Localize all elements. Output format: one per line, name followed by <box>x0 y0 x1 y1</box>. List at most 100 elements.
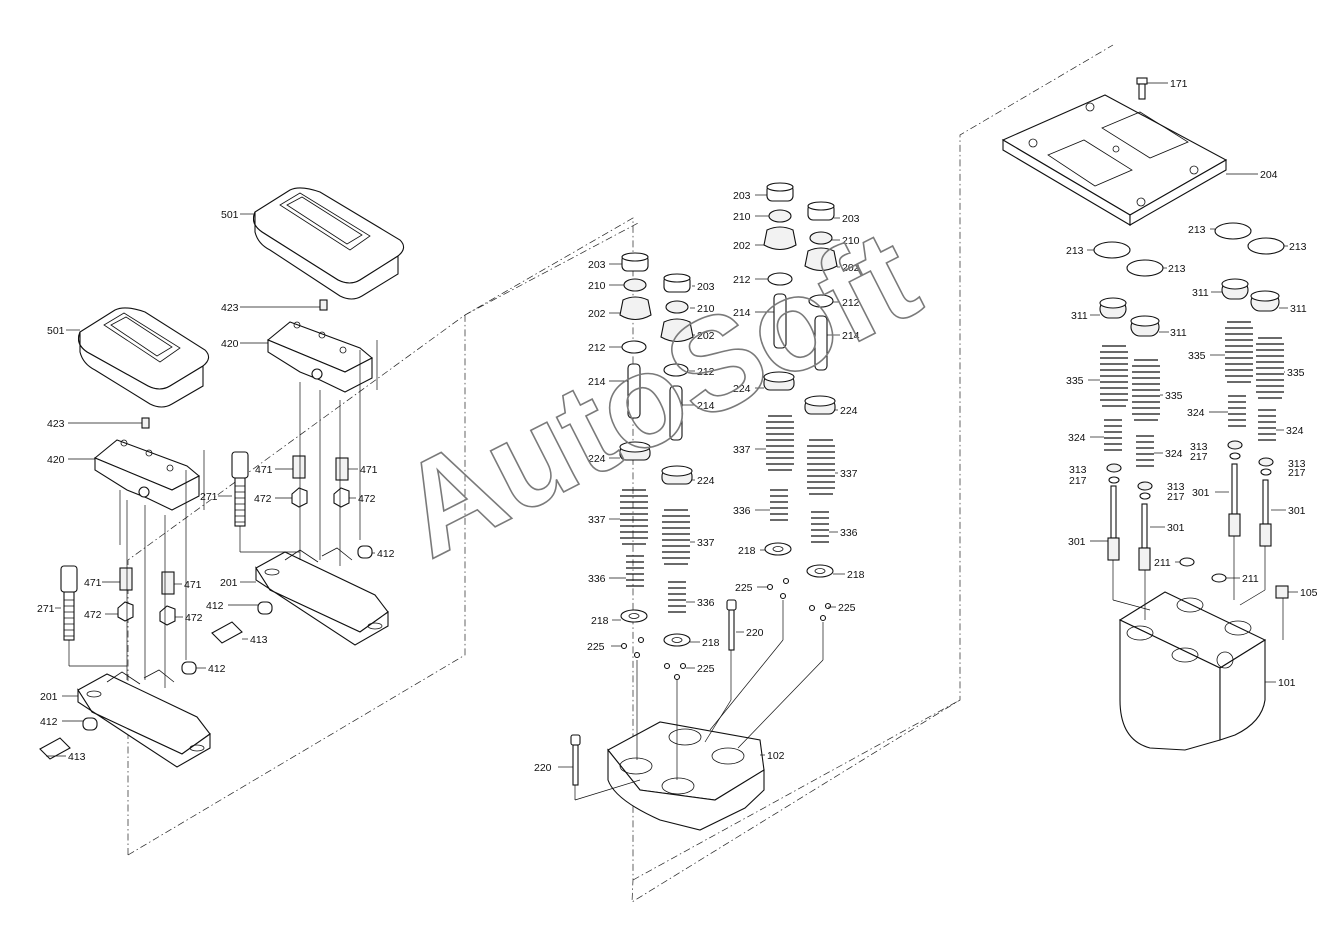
callout-217: 217 <box>1190 451 1208 463</box>
callout-213: 213 <box>1168 263 1186 275</box>
callout-313: 313 <box>1190 441 1208 453</box>
callout-472: 472 <box>84 609 102 621</box>
callout-471: 471 <box>84 577 102 589</box>
callout-212: 212 <box>733 274 751 286</box>
callout-220: 220 <box>746 627 764 639</box>
callout-336: 336 <box>697 597 715 609</box>
callout-204: 204 <box>1260 169 1278 181</box>
callout-210: 210 <box>733 211 751 223</box>
callout-471: 471 <box>360 464 378 476</box>
center-rings-210 <box>623 209 833 314</box>
callout-212: 212 <box>842 297 860 309</box>
callout-203: 203 <box>697 281 715 293</box>
callout-337: 337 <box>733 444 751 456</box>
callout-335: 335 <box>1165 390 1183 402</box>
right-guide-lines <box>1112 536 1284 640</box>
callout-171: 171 <box>1170 78 1188 90</box>
callout-335: 335 <box>1287 367 1305 379</box>
callout-102: 102 <box>767 750 785 762</box>
callout-412: 412 <box>377 548 395 560</box>
callout-311: 311 <box>1071 310 1088 322</box>
callout-224: 224 <box>733 383 751 395</box>
callout-224: 224 <box>588 453 606 465</box>
callout-472: 472 <box>254 493 272 505</box>
callout-203: 203 <box>588 259 606 271</box>
cover-plate <box>1001 94 1228 226</box>
callout-214: 214 <box>588 376 606 388</box>
plates-420 <box>93 321 373 511</box>
center-guide-lines <box>574 600 824 801</box>
springs-324 <box>1104 395 1276 467</box>
callout-336: 336 <box>733 505 751 517</box>
center-cups-203 <box>621 182 835 293</box>
callout-214: 214 <box>733 307 751 319</box>
callout-225: 225 <box>735 582 753 594</box>
callout-210: 210 <box>842 235 860 247</box>
callout-324: 324 <box>1286 425 1304 437</box>
callout-423: 423 <box>47 418 65 430</box>
callout-471: 471 <box>255 464 273 476</box>
callout-313: 313 <box>1288 458 1306 470</box>
center-pins-214 <box>627 293 828 441</box>
center-washers-218 <box>620 542 834 647</box>
callout-212: 212 <box>588 342 606 354</box>
callout-412: 412 <box>206 600 224 612</box>
callout-336: 336 <box>840 527 858 539</box>
callout-218: 218 <box>702 637 720 649</box>
callout-301: 301 <box>1288 505 1306 517</box>
callout-412: 412 <box>40 716 58 728</box>
callout-472: 472 <box>185 612 203 624</box>
center-seats-224 <box>619 371 836 485</box>
spring-seats-311 <box>1099 278 1280 337</box>
callout-413: 413 <box>68 751 86 763</box>
washers-313-217 <box>1106 440 1274 500</box>
callout-201: 201 <box>220 577 238 589</box>
center-springs-336 <box>626 489 829 613</box>
callout-337: 337 <box>697 537 715 549</box>
callout-101: 101 <box>1278 677 1296 689</box>
callout-324: 324 <box>1165 448 1183 460</box>
callout-335: 335 <box>1188 350 1206 362</box>
callout-202: 202 <box>842 262 860 274</box>
callout-218: 218 <box>847 569 865 581</box>
washers-211 <box>1179 557 1227 583</box>
callout-211: 211 <box>1242 573 1259 585</box>
boot-501-upper <box>253 187 405 300</box>
callout-324: 324 <box>1187 407 1205 419</box>
callout-217: 217 <box>1167 491 1185 503</box>
callout-202: 202 <box>697 330 715 342</box>
callout-217: 217 <box>1288 467 1306 479</box>
center-caps-202 <box>619 226 838 343</box>
callout-218: 218 <box>738 545 756 557</box>
bases-201 <box>77 547 389 768</box>
callout-313: 313 <box>1167 481 1185 493</box>
cover-screw <box>1136 77 1168 100</box>
callout-311: 311 <box>1192 287 1209 299</box>
callout-225: 225 <box>838 602 856 614</box>
callout-501: 501 <box>221 209 239 221</box>
nuts-472 <box>117 487 350 626</box>
callout-214: 214 <box>697 400 715 412</box>
callout-423: 423 <box>221 302 239 314</box>
callout-301: 301 <box>1068 536 1086 548</box>
callout-210: 210 <box>697 303 715 315</box>
callout-413: 413 <box>250 634 268 646</box>
valve-body-101 <box>1118 591 1267 751</box>
callout-212: 212 <box>697 366 715 378</box>
callout-420: 420 <box>47 454 65 466</box>
callout-218: 218 <box>591 615 609 627</box>
left-guide-lines <box>68 340 378 688</box>
callout-105: 105 <box>1300 587 1318 599</box>
callout-472: 472 <box>358 493 376 505</box>
plug-105 <box>1275 585 1289 599</box>
callout-271: 271 <box>200 491 218 503</box>
callout-301: 301 <box>1192 487 1210 499</box>
assembly-boundary-lines <box>127 44 1114 903</box>
callout-501: 501 <box>47 325 65 337</box>
callout-224: 224 <box>697 475 715 487</box>
callout-336: 336 <box>588 573 606 585</box>
callout-214: 214 <box>842 330 860 342</box>
callout-203: 203 <box>842 213 860 225</box>
callout-201: 201 <box>40 691 58 703</box>
callout-210: 210 <box>588 280 606 292</box>
